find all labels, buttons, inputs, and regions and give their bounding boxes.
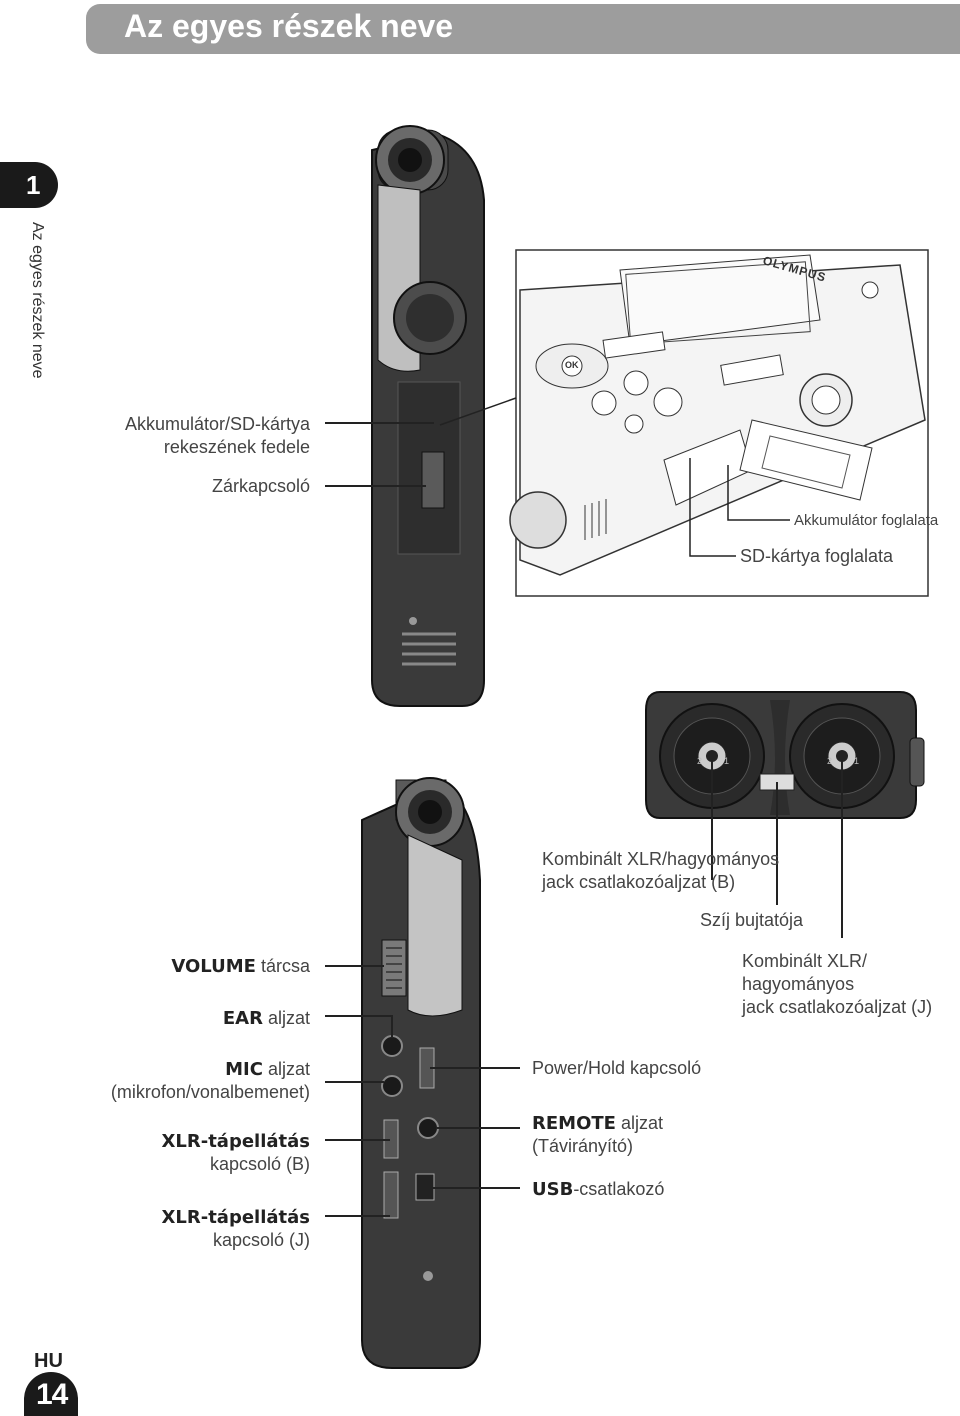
svg-text:1: 1 bbox=[724, 756, 729, 766]
label-usb: USB-csatlakozó bbox=[532, 1178, 664, 1201]
label-volume: VOLUME tárcsa bbox=[60, 955, 310, 978]
chapter-side-text: Az egyes részek neve bbox=[29, 222, 46, 379]
label-xlr-b-line2: jack csatlakozóaljzat (B) bbox=[542, 872, 736, 892]
label-mic: MIC aljzat (mikrofon/vonalbemenet) bbox=[40, 1058, 310, 1104]
label-remote-line2: (Távirányító) bbox=[532, 1136, 634, 1156]
label-xlr-j: Kombinált XLR/ hagyományos jack csatlako… bbox=[742, 950, 932, 1019]
label-strap-hole: Szíj bujtatója bbox=[700, 910, 804, 930]
label-usb-bold: USB bbox=[532, 1179, 574, 1200]
label-ear: EAR aljzat bbox=[60, 1007, 310, 1030]
label-xlr-power-j-line2: kapcsoló (J) bbox=[212, 1230, 310, 1250]
label-xlr-j-line2: hagyományos bbox=[742, 974, 855, 994]
page-title: Az egyes részek neve bbox=[124, 8, 454, 44]
language-code: HU bbox=[34, 1350, 63, 1372]
svg-text:2: 2 bbox=[827, 756, 832, 766]
xlr-bottom-view: 2 1 2 1 bbox=[645, 691, 925, 819]
label-remote: REMOTE aljzat (Távirányító) bbox=[532, 1112, 663, 1158]
label-battery-cover: Akkumulátor/SD-kártya rekeszének fedele bbox=[60, 413, 310, 459]
label-battery-holder: Akkumulátor foglalata bbox=[794, 512, 939, 529]
inset-recorder-view bbox=[509, 254, 926, 576]
label-power-hold: Power/Hold kapcsoló bbox=[532, 1058, 702, 1078]
label-remote-rest: aljzat bbox=[615, 1113, 663, 1133]
label-mic-line2: (mikrofon/vonalbemenet) bbox=[110, 1082, 310, 1102]
label-xlr-power-j: XLR-tápellátás kapcsoló (J) bbox=[40, 1206, 310, 1252]
label-xlr-j-line1: Kombinált XLR/ bbox=[742, 951, 868, 971]
label-mic-rest: aljzat bbox=[262, 1059, 310, 1079]
page-badge bbox=[24, 1372, 78, 1416]
label-xlr-power-b-bold: XLR-tápellátás bbox=[161, 1131, 310, 1152]
label-ear-rest: aljzat bbox=[262, 1008, 310, 1028]
chapter-number: 1 bbox=[26, 170, 41, 200]
label-remote-bold: REMOTE bbox=[532, 1113, 616, 1134]
label-sd-slot: SD-kártya foglalata bbox=[740, 546, 894, 566]
label-volume-bold: VOLUME bbox=[171, 956, 256, 977]
label-xlr-b-line1: Kombinált XLR/hagyományos bbox=[542, 849, 780, 869]
label-lock-switch: Zárkapcsoló bbox=[211, 476, 310, 496]
label-xlr-b: Kombinált XLR/hagyományos jack csatlakoz… bbox=[542, 848, 779, 894]
recorder-side-view-bottom bbox=[361, 777, 481, 1369]
recorder-side-view-top bbox=[371, 125, 485, 707]
label-volume-rest: tárcsa bbox=[255, 956, 310, 976]
label-battery-cover-line2: rekeszének fedele bbox=[163, 437, 310, 457]
svg-text:1: 1 bbox=[854, 756, 859, 766]
label-battery-cover-line1: Akkumulátor/SD-kártya bbox=[124, 414, 310, 434]
label-xlr-power-b: XLR-tápellátás kapcsoló (B) bbox=[40, 1130, 310, 1176]
page-number: 14 bbox=[36, 1378, 68, 1411]
label-xlr-j-line3: jack csatlakozóaljzat (J) bbox=[742, 997, 933, 1017]
label-xlr-power-b-line2: kapcsoló (B) bbox=[209, 1154, 310, 1174]
svg-text:2: 2 bbox=[697, 756, 702, 766]
label-ear-bold: EAR bbox=[222, 1008, 263, 1029]
chapter-tab bbox=[0, 162, 58, 208]
label-usb-rest: -csatlakozó bbox=[573, 1179, 665, 1199]
label-xlr-power-j-bold: XLR-tápellátás bbox=[161, 1207, 310, 1228]
header-bar bbox=[86, 4, 960, 54]
label-mic-bold: MIC bbox=[225, 1059, 263, 1080]
ok-button-label: OK bbox=[565, 360, 579, 370]
